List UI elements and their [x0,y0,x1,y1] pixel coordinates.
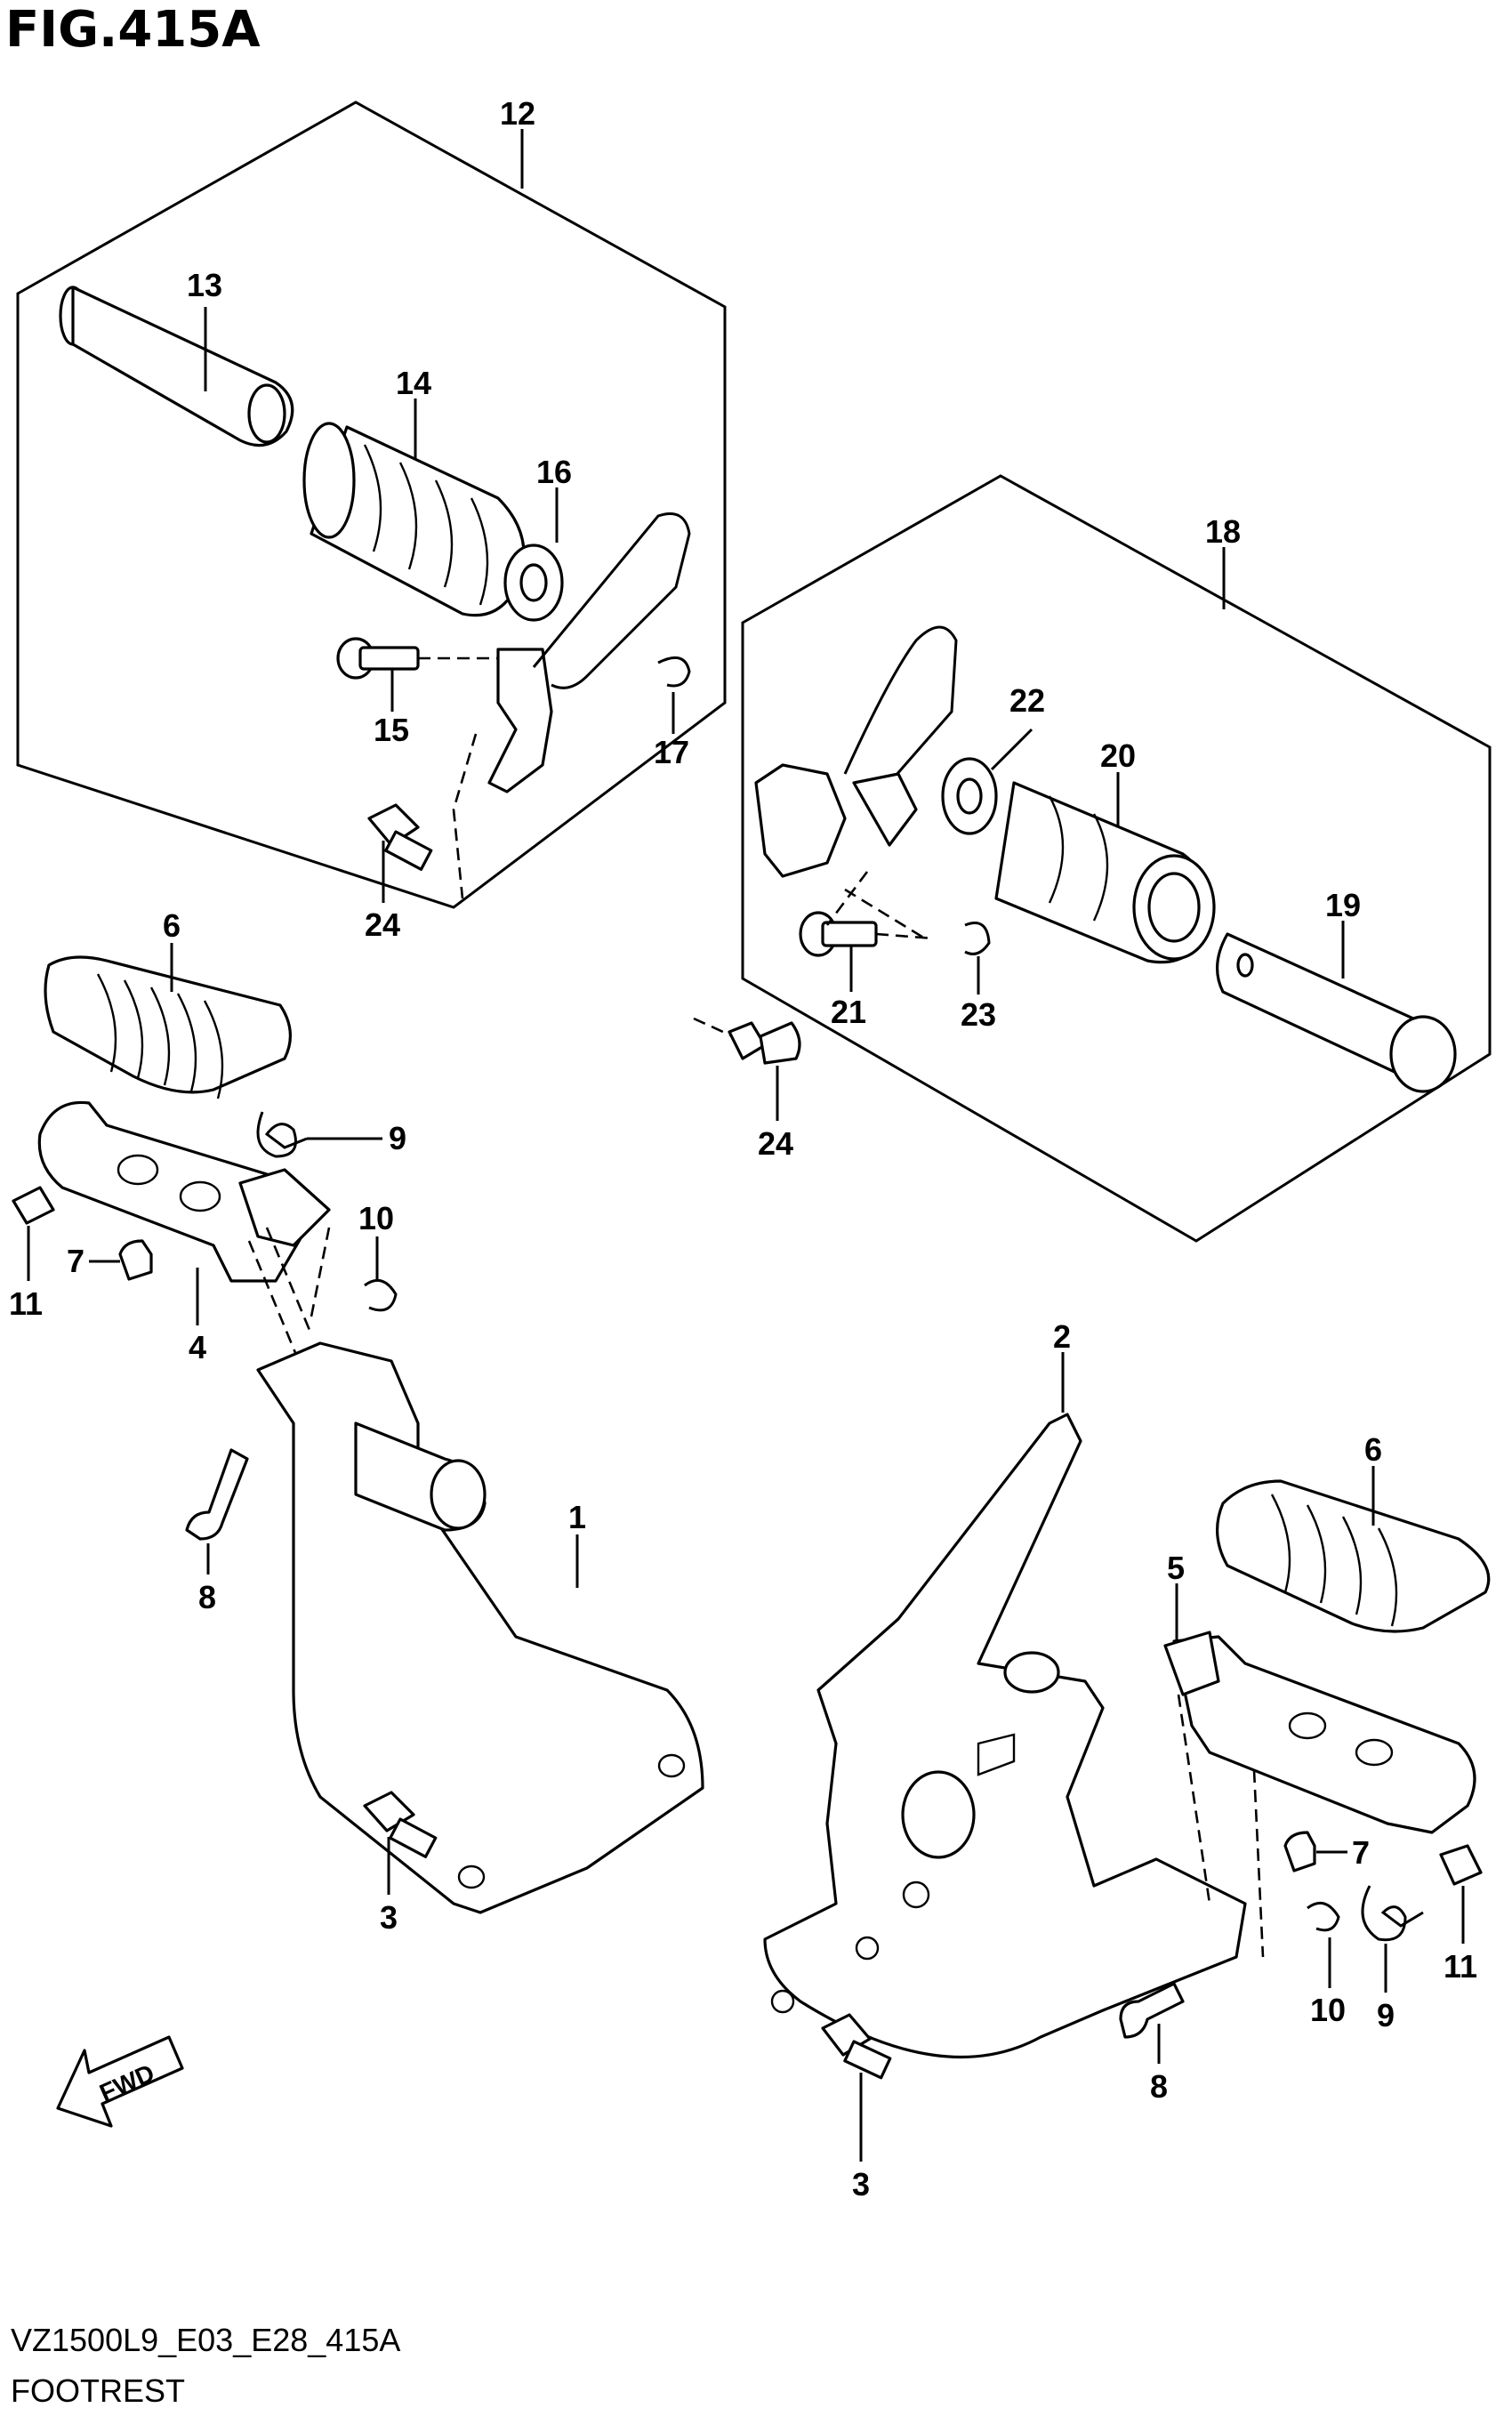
kit-box-12 [16,101,727,909]
bolt-11-right [1439,1844,1483,1944]
figure-title: FIG.415A [5,1,261,59]
footrest-bracket-right [754,625,958,878]
footrest-5 [1163,1583,1476,1834]
fwd-arrow-icon: FWD [56,2035,184,2128]
footrest-pin-19 [1215,921,1457,1093]
clevis-pin-15 [336,637,498,712]
callout-13: 13 [187,267,222,303]
callout-15: 15 [374,712,409,748]
e-clip-10-right [1307,1901,1340,1988]
callout-8-right: 8 [1150,2068,1168,2105]
callout-5: 5 [1167,1550,1185,1586]
callout-7-right: 7 [1352,1834,1370,1871]
footrest-bracket-left [487,512,691,793]
e-clip-17 [657,656,691,734]
callout-24-right: 24 [758,1125,793,1162]
torsion-spring-9-right [1361,1885,1424,1993]
footer-code: VZ1500L9_E03_E28_415A [11,2322,400,2358]
footrest-rubber-14 [302,399,526,617]
kit-box-18 [693,474,1492,1243]
footrest-rubber-6-right [1215,1466,1491,1633]
callout-11-right: 11 [1444,1948,1477,1985]
footrest-rubber-6-left [44,943,293,1099]
footer-name: FOOTREST [11,2372,185,2409]
bracket-2 [763,1352,1247,2059]
callout-12: 12 [500,95,535,132]
bracket-1 [256,1341,704,1914]
callout-7-left: 7 [67,1243,84,1279]
callout-19: 19 [1325,887,1361,923]
footrest-rubber-20 [994,772,1216,964]
callout-3-left: 3 [380,1899,398,1936]
cap-7-right [1283,1831,1347,1872]
callout-11-left: 11 [9,1285,43,1322]
clevis-pin-21 [799,911,935,992]
callout-9-right: 9 [1377,1997,1395,2033]
bolt-11-left [12,1186,55,1281]
callout-21: 21 [831,994,866,1030]
e-clip-10-left [364,1236,398,1312]
torsion-spring-9-left [256,1111,382,1158]
clevis-pin-8-right [1119,1982,1185,2064]
bolt-24-left [367,803,433,903]
e-clip-23 [964,922,991,995]
cap-7-left [89,1239,153,1281]
callout-10-right: 10 [1310,1992,1346,2028]
callout-16: 16 [536,454,572,490]
callout-18: 18 [1205,513,1241,550]
washer-16 [503,487,564,622]
callout-6-left: 6 [163,907,181,944]
bolt-3-right [821,2013,892,2162]
callout-4: 4 [189,1329,206,1365]
bolt-3-left [363,1791,438,1895]
washer-22 [941,728,1033,835]
callout-23: 23 [961,996,996,1033]
clevis-pin-8-left [185,1448,249,1574]
callout-22: 22 [1009,682,1045,719]
callout-14: 14 [396,365,431,401]
callout-10-left: 10 [358,1200,394,1236]
callout-24-left: 24 [365,906,400,943]
callout-8-left: 8 [198,1579,216,1615]
callout-1: 1 [568,1499,586,1535]
callout-20: 20 [1100,737,1136,774]
callout-6-right: 6 [1364,1431,1382,1468]
callout-2: 2 [1053,1318,1071,1355]
footrest-4 [37,1100,331,1325]
callout-17: 17 [654,734,689,770]
callout-3-right: 3 [852,2166,870,2203]
bolt-24-right [728,1021,801,1121]
callout-9-left: 9 [389,1120,406,1156]
footrest-pin-13 [59,286,294,447]
